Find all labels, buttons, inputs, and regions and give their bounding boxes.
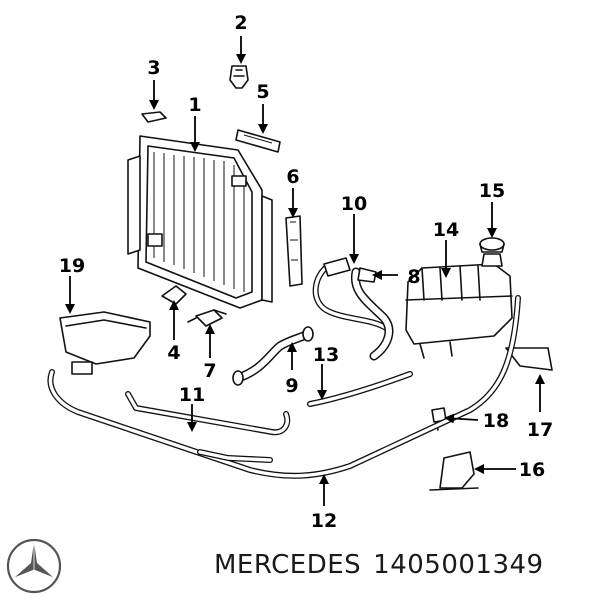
mercedes-star-icon xyxy=(6,538,62,594)
part-17-bracket xyxy=(505,347,553,371)
part-16-bracket xyxy=(429,451,479,491)
part-4-mount xyxy=(161,285,187,305)
expansion-tank xyxy=(405,253,513,359)
part-5-bracket xyxy=(235,129,281,153)
callout-10: 10 xyxy=(341,193,367,215)
hose-9 xyxy=(232,326,314,386)
callout-11: 11 xyxy=(179,384,205,406)
callout-15: 15 xyxy=(479,180,505,202)
callout-7: 7 xyxy=(203,360,216,382)
callout-9: 9 xyxy=(285,375,298,397)
radiator xyxy=(127,135,273,309)
leader-lines xyxy=(65,36,545,506)
part-number: 1405001349 xyxy=(373,550,544,580)
line-11 xyxy=(125,391,291,463)
part-7-sensor xyxy=(187,309,227,327)
callout-1: 1 xyxy=(188,94,201,116)
hose-10 xyxy=(312,257,394,361)
line-12 xyxy=(47,295,521,479)
callout-2: 2 xyxy=(234,12,247,34)
callout-5: 5 xyxy=(256,81,269,103)
part-2-clip xyxy=(229,65,249,89)
washer-reservoir xyxy=(59,311,151,375)
part-caption: MERCEDES 1405001349 xyxy=(214,550,556,580)
part-6-seal xyxy=(285,215,303,287)
callout-18: 18 xyxy=(483,410,509,432)
callout-12: 12 xyxy=(311,510,337,532)
callout-17: 17 xyxy=(527,419,553,441)
callout-16: 16 xyxy=(519,459,545,481)
callout-13: 13 xyxy=(313,344,339,366)
callout-8: 8 xyxy=(407,266,420,288)
part-3-cap xyxy=(141,111,167,123)
hose-13 xyxy=(307,371,413,407)
part-15-cap xyxy=(479,237,505,253)
callout-6: 6 xyxy=(286,166,299,188)
brand-label: MERCEDES xyxy=(214,550,362,580)
callout-3: 3 xyxy=(147,57,160,79)
callout-4: 4 xyxy=(167,342,180,364)
callout-14: 14 xyxy=(433,219,459,241)
callout-19: 19 xyxy=(59,255,85,277)
